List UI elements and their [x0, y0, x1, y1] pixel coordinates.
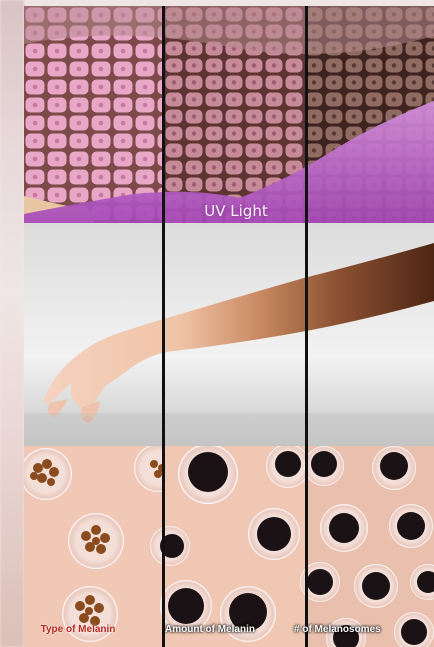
melanosomes-row — [24, 446, 434, 647]
blurred-background — [0, 0, 24, 647]
arm-skin-tone-row — [24, 223, 434, 446]
panel-divider — [162, 6, 165, 647]
caption-type-of-melanin: Type of Melanin — [18, 624, 138, 635]
number-panel — [300, 446, 434, 647]
uv-light-label: UV Light — [196, 202, 276, 220]
melanin-comparison-figure: UV Light — [24, 6, 434, 647]
caption-amount-of-melanin: Amount of Melanin — [142, 624, 278, 635]
caption-number-of-melanosomes: # of Melanosomes — [294, 624, 434, 635]
panel-divider — [305, 6, 308, 647]
amount-panel — [150, 446, 310, 647]
skin-layers-row — [24, 6, 434, 223]
